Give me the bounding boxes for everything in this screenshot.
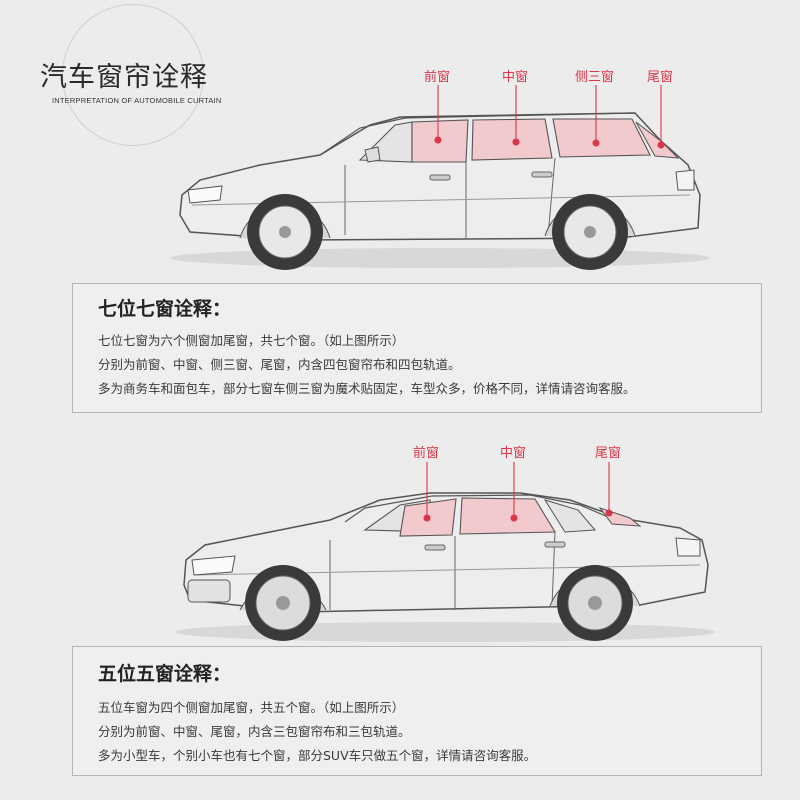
seven-window-info-box: 七位七窗诠释： 七位七窗为六个侧窗加尾窗，共七个窗。（如上图所示） 分别为前窗、… [72,283,762,413]
label-rear-window: 尾窗 [595,446,622,461]
label-front-window: 前窗 [413,446,440,461]
section-line: 分别为前窗、中窗、侧三窗、尾窗，内含四包窗帘布和四包轨道。 [98,357,461,372]
section-line: 分别为前窗、中窗、尾窗，内含三包窗帘布和三包轨道。 [98,724,411,739]
page-title: 汽车窗帘诠释 [40,62,208,93]
section-line: 多为小型车，个别小车也有七个窗，部分SUV车只做五个窗，详情请咨询客服。 [98,748,537,763]
page-subtitle: INTERPRETATION OF AUTOMOBILE CURTAIN [52,96,222,105]
label-side-third-window: 侧三窗 [575,70,615,85]
five-window-info-box: 五位五窗诠释： 五位车窗为四个侧窗加尾窗，共五个窗。（如上图所示） 分别为前窗、… [72,646,762,776]
label-middle-window: 中窗 [500,446,527,461]
header-circle-decoration [62,4,204,146]
section-title: 七位七窗诠释： [98,298,232,320]
rear-window-1 [635,121,680,159]
label-rear-window: 尾窗 [647,70,674,85]
section-line: 七位七窗为六个侧窗加尾窗，共七个窗。（如上图所示） [98,333,405,348]
label-front-window: 前窗 [424,70,451,85]
middle-window-1 [471,118,553,161]
side-third-window-1 [552,118,651,158]
section-line: 多为商务车和面包车，部分七窗车侧三窗为魔术贴固定，车型众多，价格不同，详情请咨询… [98,381,636,396]
label-middle-window: 中窗 [502,70,529,85]
section-line: 五位车窗为四个侧窗加尾窗，共五个窗。（如上图所示） [98,700,405,715]
section-title: 五位五窗诠释： [98,663,232,685]
